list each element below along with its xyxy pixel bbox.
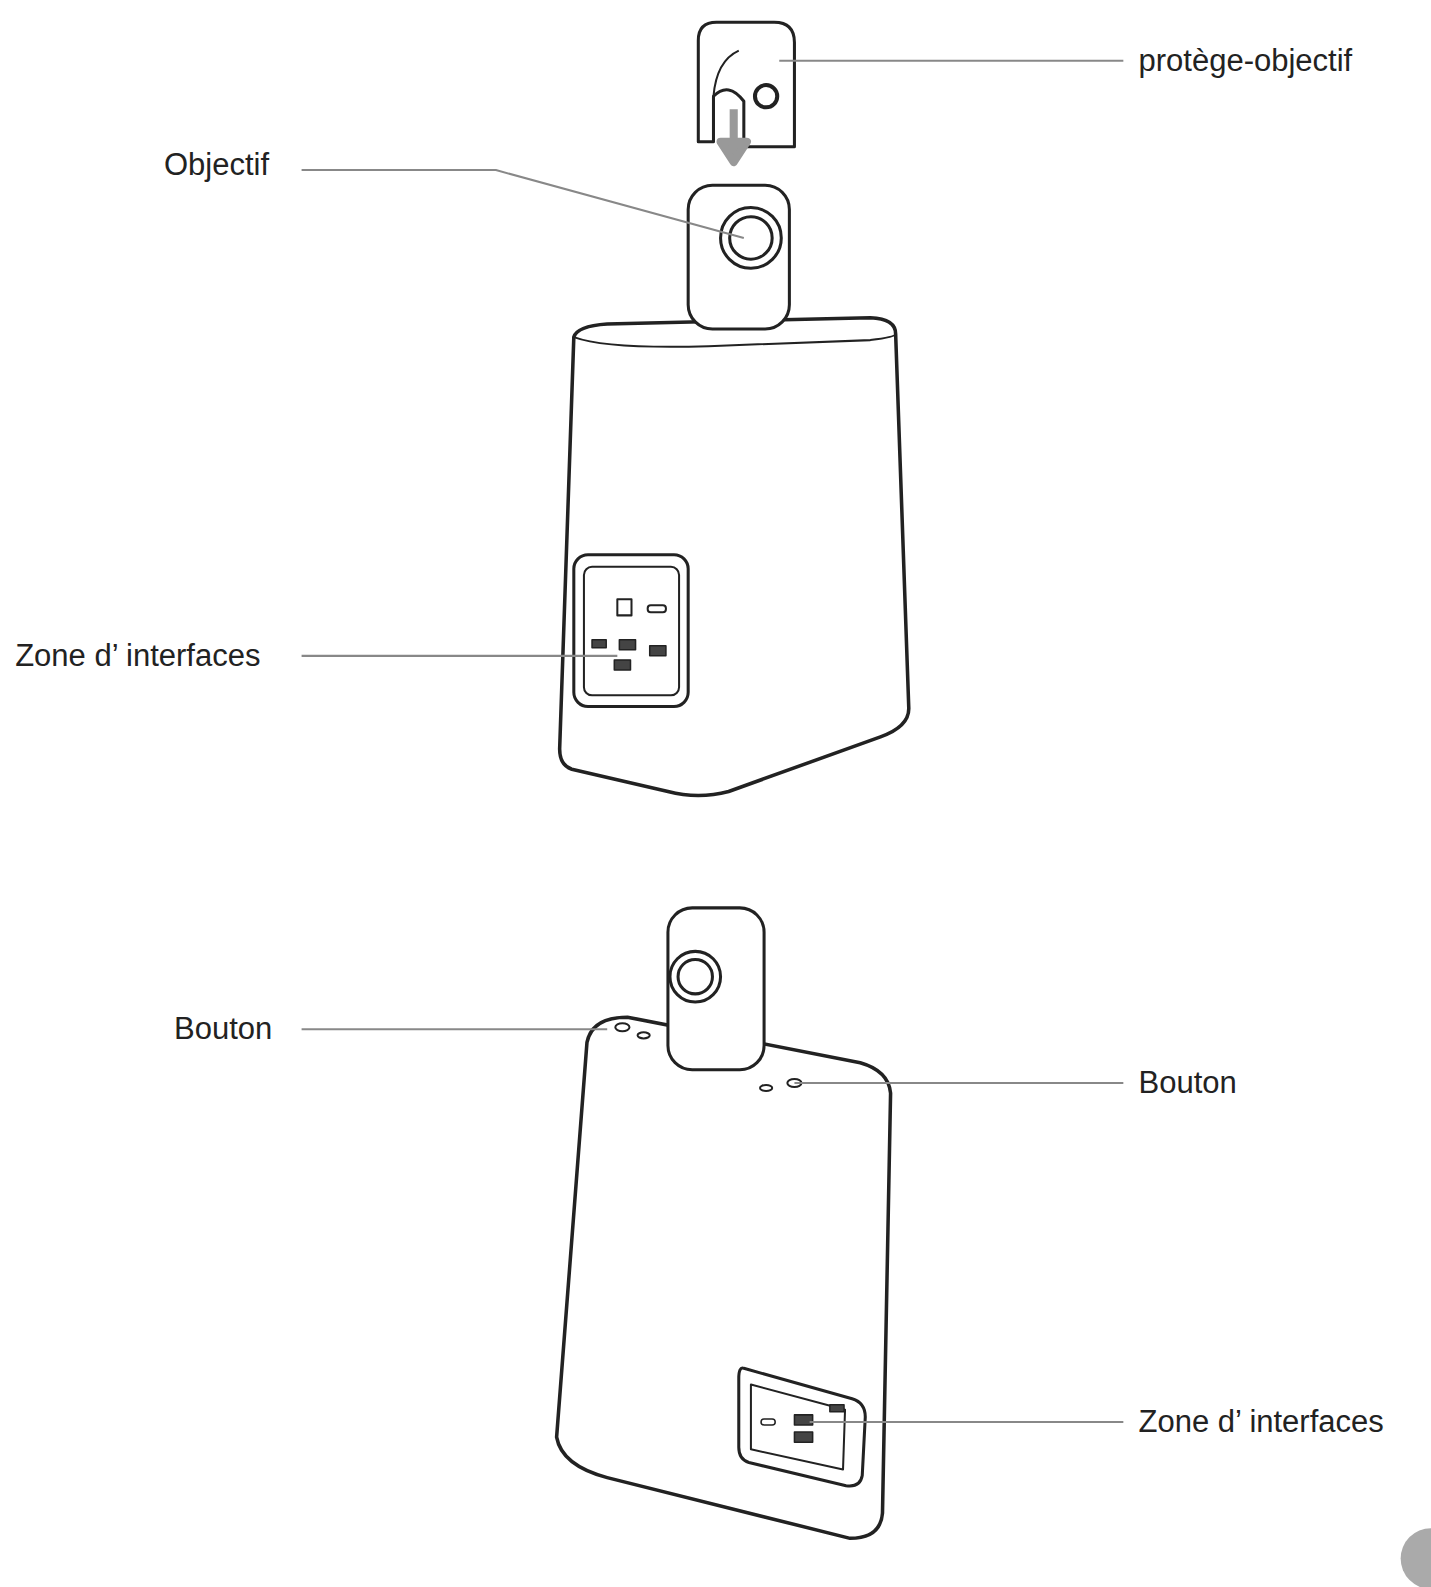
device-body (557, 1017, 891, 1538)
interface-panel (739, 1368, 866, 1486)
part-label: Bouton (174, 1011, 272, 1047)
interface-panel (574, 555, 688, 707)
page-marker (1401, 1528, 1431, 1587)
lens-head (668, 908, 764, 1070)
down-arrow (721, 109, 747, 162)
leader-lines (302, 61, 1124, 1422)
lens-cap (698, 22, 794, 146)
lens-head (688, 185, 789, 329)
button (615, 1023, 629, 1031)
part-label: Zone d’ interfaces (15, 638, 260, 674)
button (760, 1085, 772, 1091)
part-label: Bouton (1139, 1065, 1237, 1101)
part-label: Objectif (164, 147, 269, 183)
part-label: Zone d’ interfaces (1139, 1404, 1384, 1440)
part-label: protège-objectif (1139, 43, 1353, 79)
cap-logo (755, 85, 777, 107)
device-body (560, 318, 909, 796)
